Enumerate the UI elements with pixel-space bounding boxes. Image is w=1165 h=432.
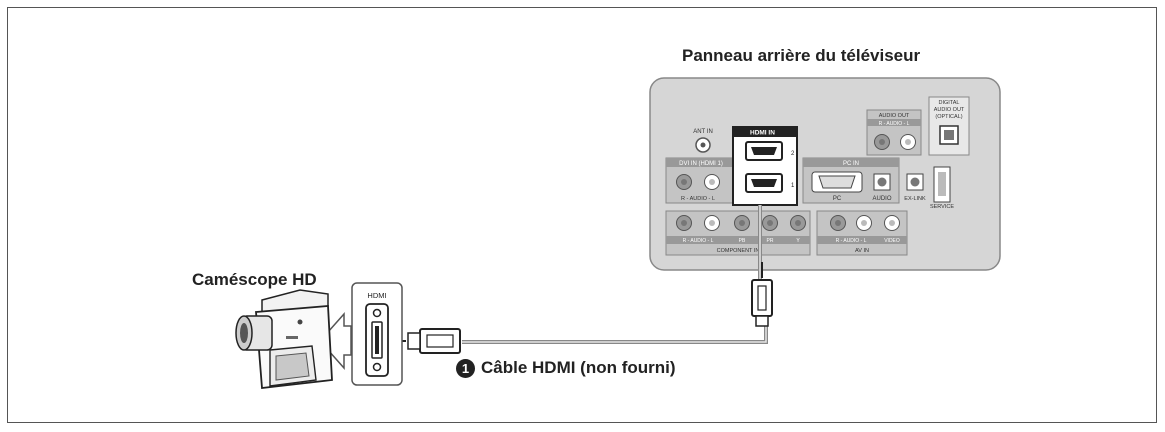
dvi-in-label: DVI IN (HDMI 1) xyxy=(679,161,723,167)
hdmi-cable xyxy=(386,205,773,354)
av-video-label: VIDEO xyxy=(884,238,900,244)
digital-audio-label-2: AUDIO OUT xyxy=(934,107,965,113)
audio-out-label: AUDIO OUT xyxy=(879,113,910,119)
service-label: SERVICE xyxy=(930,204,954,210)
ant-in-label: ANT IN xyxy=(693,129,713,135)
digital-audio-label-1: DIGITAL xyxy=(939,100,960,106)
port-location-arrow xyxy=(318,312,352,370)
component-pb-label: PB xyxy=(739,238,746,244)
hdmi-in-label: HDMI IN xyxy=(750,130,775,137)
diagram-frame xyxy=(7,7,1157,423)
component-y-label: Y xyxy=(796,238,800,244)
tv-rear-panel-title: Panneau arrière du téléviseur xyxy=(682,46,921,65)
component-audio-label: R - AUDIO - L xyxy=(683,238,714,244)
pc-label: PC xyxy=(833,196,842,202)
tv-rear-panel: ANT IN DVI IN (HDMI 1) R - AUDIO - L HDM… xyxy=(649,77,1001,271)
digital-audio-label-3: (OPTICAL) xyxy=(935,114,962,120)
cable-label-text: Câble HDMI (non fourni) xyxy=(481,358,676,377)
component-in-label: COMPONENT IN xyxy=(717,248,760,254)
audio-out-lr-label: R - AUDIO - L xyxy=(879,121,910,127)
hdmi-in-block xyxy=(732,126,798,206)
camcorder-title: Caméscope HD xyxy=(192,270,317,289)
camcorder-icon xyxy=(235,289,333,390)
hdmi-port-1-number: 1 xyxy=(791,183,795,189)
camcorder-hdmi-port-box: HDMI xyxy=(351,282,403,386)
component-pr-label: PR xyxy=(767,238,774,244)
camcorder-hdmi-label: HDMI xyxy=(367,291,386,300)
ex-link-label: EX-LINK xyxy=(904,196,926,202)
av-in-label: AV IN xyxy=(855,248,869,254)
pc-audio-label: AUDIO xyxy=(872,196,891,202)
step-number-badge: 1 xyxy=(456,358,475,378)
dvi-audio-label: R - AUDIO - L xyxy=(681,196,715,202)
cable-label: 1 Câble HDMI (non fourni) xyxy=(456,358,676,378)
hdmi-port-2-number: 2 xyxy=(791,151,795,157)
pc-in-label: PC IN xyxy=(843,161,859,167)
av-audio-label: R - AUDIO - L xyxy=(836,238,867,244)
